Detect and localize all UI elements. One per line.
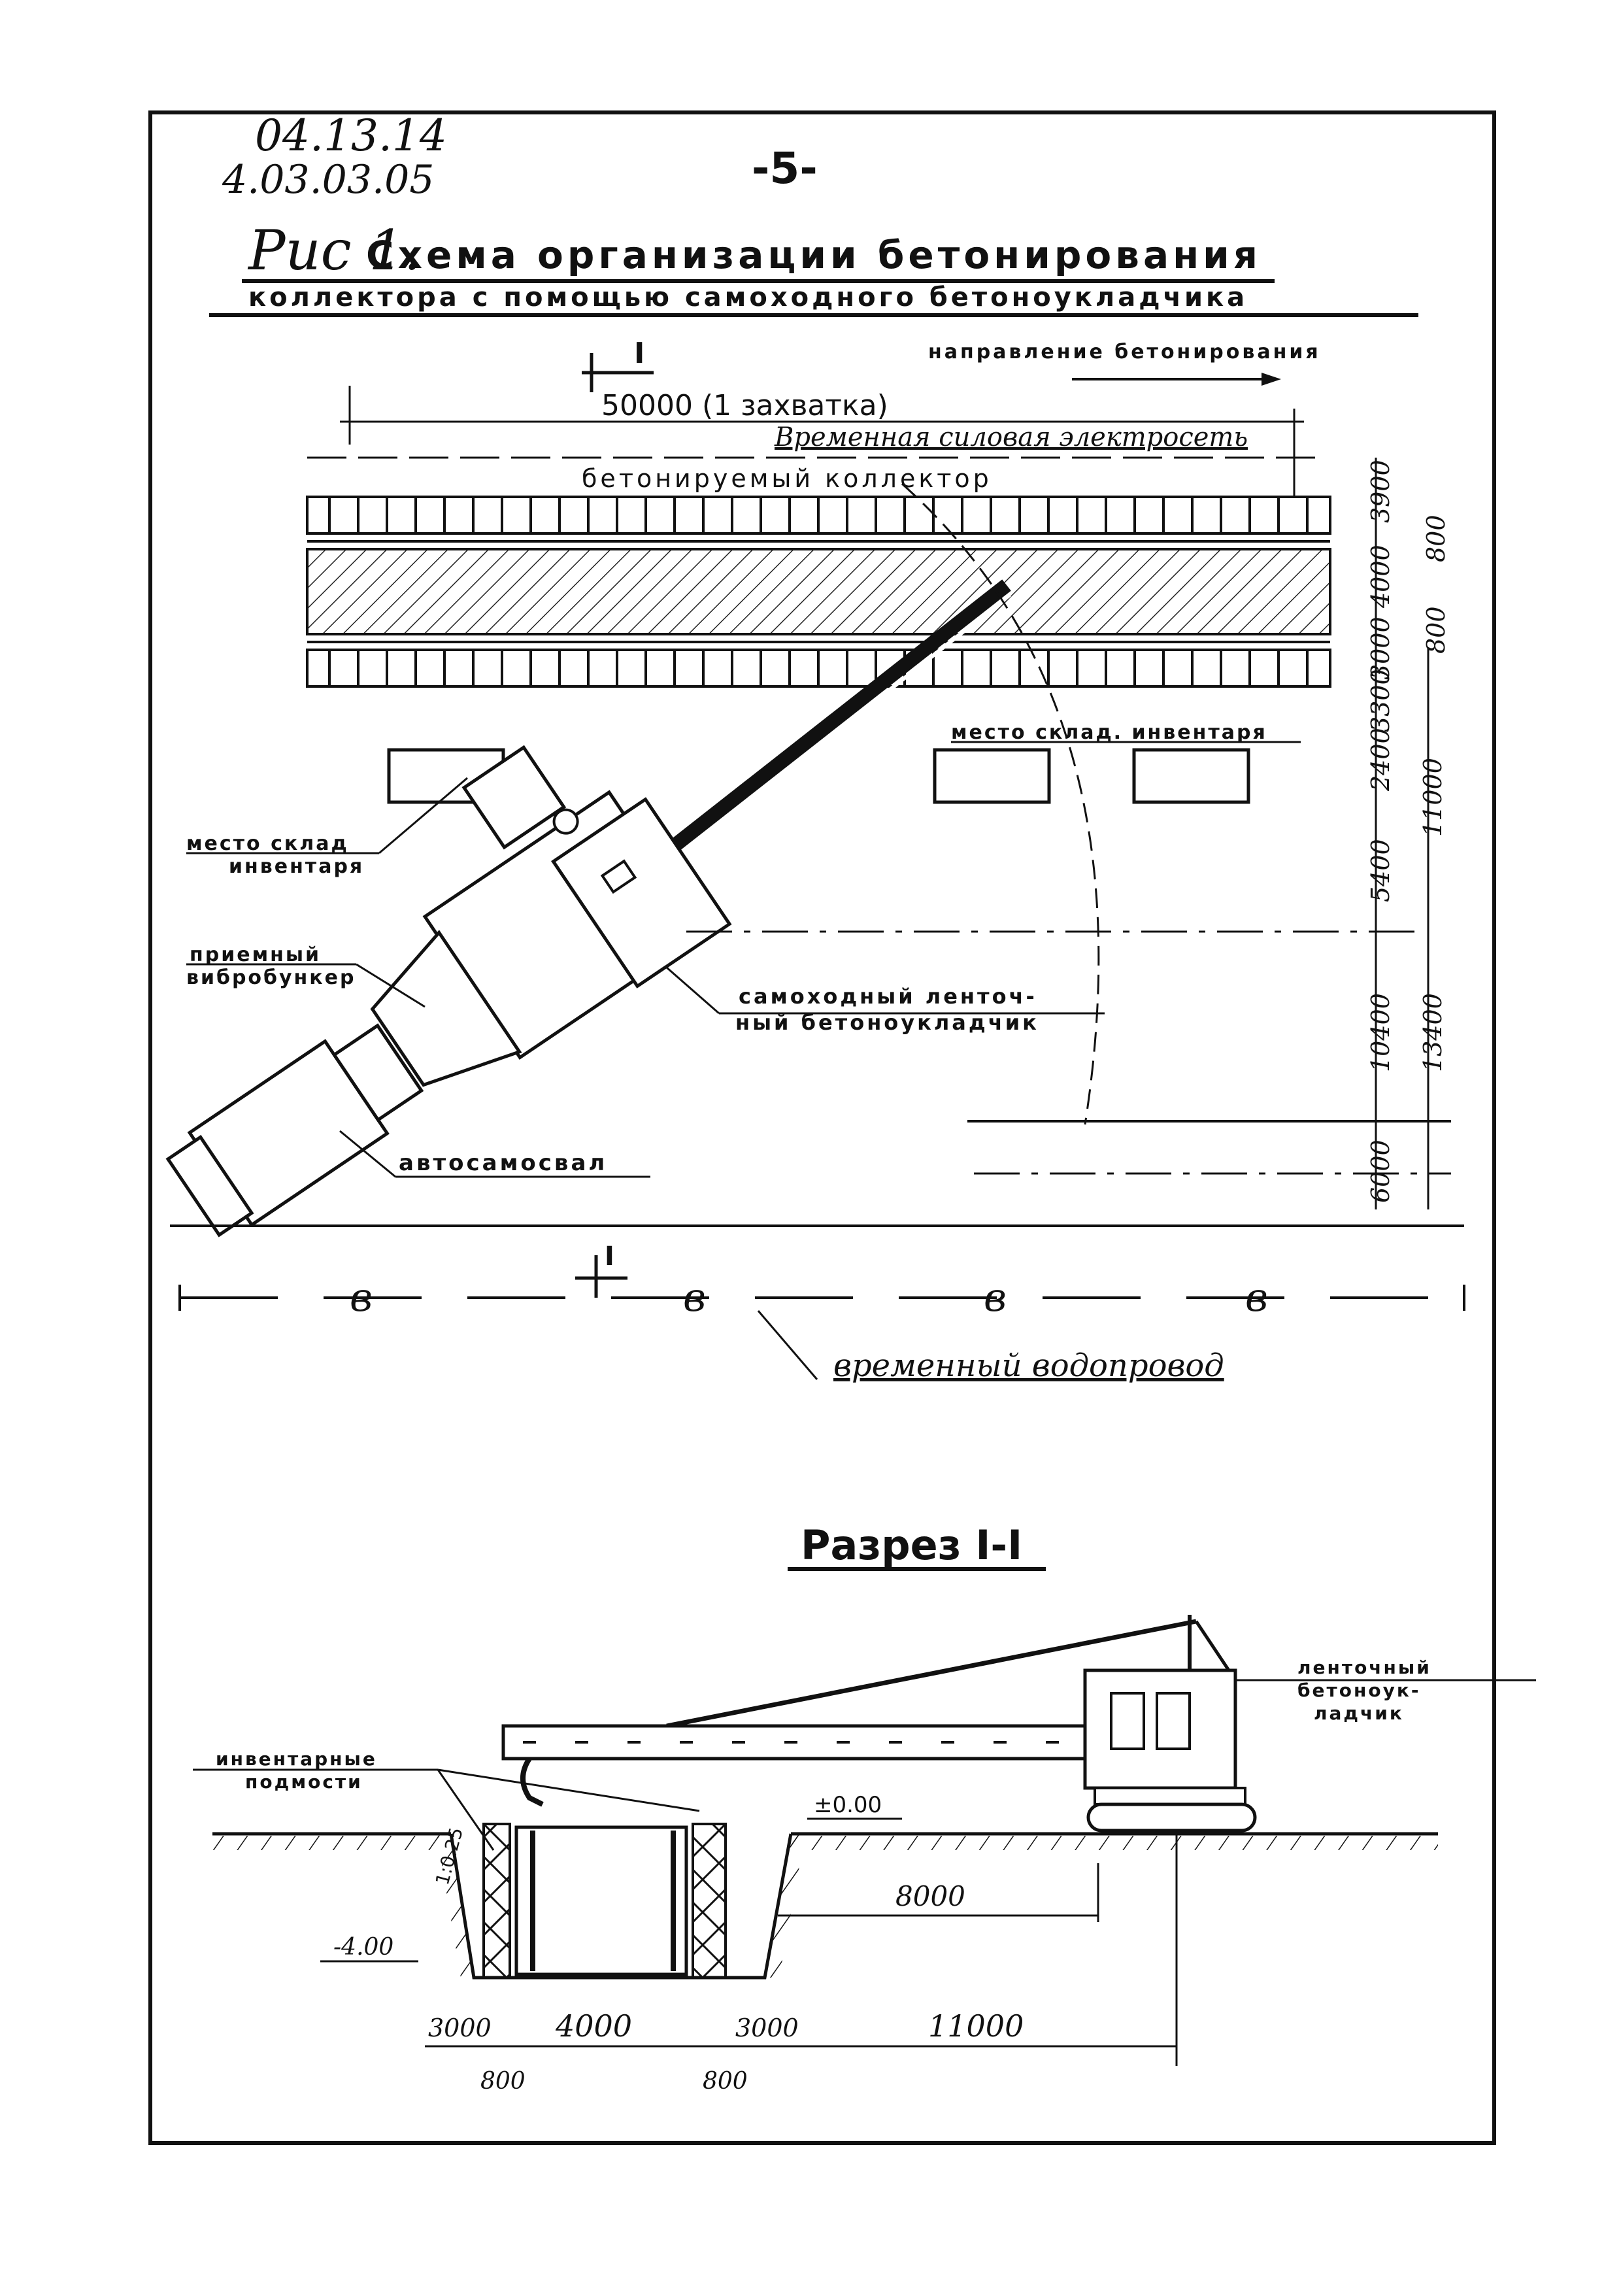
storage-area-right	[1132, 748, 1250, 804]
section-mark-bottom-label: I	[605, 1241, 614, 1272]
svg-text:800: 800	[1422, 515, 1450, 562]
svg-text:10400: 10400	[1366, 993, 1395, 1072]
water-mark-4: в	[1245, 1275, 1268, 1321]
truck-label: автосамосвал	[399, 1150, 607, 1176]
svg-text:5400: 5400	[1366, 839, 1395, 902]
collector-label: бетонируемый коллектор	[582, 464, 992, 493]
section-paver-label-2: бетоноук-	[1297, 1680, 1420, 1701]
scaffold-label-2: подмости	[245, 1771, 363, 1793]
svg-text:6000: 6000	[1366, 1140, 1395, 1203]
bunker-label-1: приемный	[190, 943, 321, 966]
figure-number: Рис 1.	[247, 218, 422, 282]
vibro-bunker	[370, 930, 522, 1087]
collector-body	[306, 548, 1331, 635]
section-paver-label-3: ладчик	[1314, 1702, 1404, 1724]
storage-label-left-2: инвентаря	[229, 855, 364, 878]
section-title: Разрез I-I	[801, 1521, 1022, 1569]
bunker-label-2: вибробункер	[186, 966, 356, 989]
collector-section	[514, 1825, 688, 1976]
section-paver-label-1: ленточный	[1297, 1657, 1431, 1678]
dim-bottom-small-2: 800	[703, 2068, 748, 2095]
direction-arrowhead	[1262, 373, 1281, 386]
dim-8000: 8000	[895, 1880, 965, 1912]
level-zero: ±0.00	[814, 1792, 882, 1818]
dim-bottom-small-1: 800	[480, 2068, 526, 2095]
level-minus: -4.00	[333, 1934, 393, 1961]
scaffold-label-1: инвентарные	[216, 1748, 377, 1770]
paver-boom	[623, 579, 1011, 888]
dim-bottom-3: 3000	[735, 2014, 799, 2042]
svg-text:3900: 3900	[1366, 460, 1395, 523]
dump-truck	[165, 1023, 424, 1238]
dims-right-2: 800 800 11000 13400	[1418, 515, 1450, 1072]
capture-length-label: 50000 (1 захватка)	[601, 389, 888, 422]
page-number: -5-	[752, 143, 818, 194]
water-mark-3: в	[984, 1275, 1007, 1321]
svg-text:3000: 3000	[1366, 616, 1395, 680]
doc-code-top: 04.13.14	[255, 110, 447, 161]
scaffold-left	[482, 1823, 511, 1979]
svg-text:2400: 2400	[1366, 728, 1395, 792]
storage-area-mid	[933, 748, 1051, 804]
svg-text:4000: 4000	[1366, 545, 1395, 609]
discharge-chute	[520, 1757, 544, 1807]
scaffold-right	[692, 1823, 727, 1979]
section-boom	[666, 1619, 1197, 1729]
svg-text:11000: 11000	[1418, 758, 1447, 837]
svg-text:3300: 3300	[1366, 669, 1395, 732]
section-mark-top-label: I	[634, 337, 644, 370]
paver-label-1: самоходный ленточ-	[739, 984, 1037, 1009]
power-line-label: Временная силовая электросеть	[774, 422, 1248, 452]
dim-bottom-2: 4000	[555, 2008, 632, 2044]
boom-swing-arc	[901, 482, 1100, 1125]
collector-wall-bottom	[306, 649, 1331, 688]
collector-wall-top	[306, 496, 1331, 535]
svg-text:800: 800	[1422, 606, 1450, 654]
figure-title-line1: Схема организации бетонирования	[366, 233, 1262, 277]
doc-code-bottom: 4.03.03.05	[222, 157, 434, 203]
concreting-direction-label: направление бетонирования	[928, 341, 1321, 363]
water-mark-2: в	[683, 1275, 706, 1321]
figure-title-line2: коллектора с помощью самоходного бетоноу…	[248, 282, 1248, 312]
sheet-frame	[148, 110, 1496, 2145]
dim-bottom-1: 3000	[428, 2014, 492, 2042]
water-mark-1: в	[350, 1275, 373, 1321]
storage-label-left-1: место склад	[186, 832, 349, 855]
storage-label-right: место склад. инвентаря	[951, 721, 1267, 744]
dims-right-1: 3900 4000 3000 3300 2400 5400 10400 6000	[1366, 460, 1395, 1203]
paver-machine-section	[1083, 1615, 1257, 1832]
svg-text:13400: 13400	[1418, 993, 1447, 1072]
water-pipe-label: временный водопровод	[833, 1347, 1224, 1384]
dim-bottom-4: 11000	[928, 2008, 1024, 2044]
